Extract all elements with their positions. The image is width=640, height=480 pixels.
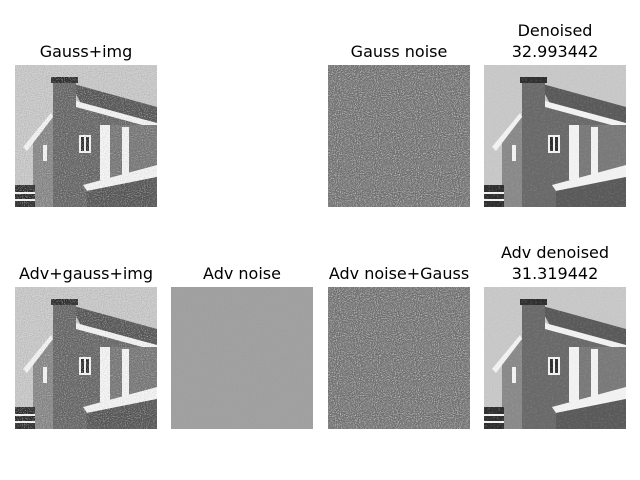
image-house-adv-denoised (484, 287, 626, 429)
image-house-denoised (484, 65, 626, 207)
image-house-adv-noisy (15, 287, 157, 429)
panel-image-svg (484, 65, 626, 207)
image-house-noisy (15, 65, 157, 207)
panel-image-svg (328, 287, 470, 429)
panel-image-svg (328, 65, 470, 207)
panel-title: Adv noise+Gauss (328, 264, 470, 283)
panel-image-svg (15, 287, 157, 429)
panel-title: Adv+gauss+img (18, 264, 154, 283)
panel-image-svg (171, 287, 313, 429)
panel-title: Gauss+img (39, 42, 133, 61)
panel-title: Denoised 32.993442 (511, 21, 599, 61)
image-gauss-noise (328, 65, 470, 207)
panel-title: Adv noise (203, 264, 281, 283)
panel-image-svg (484, 287, 626, 429)
panel-title: Adv denoised 31.319442 (500, 243, 610, 283)
panel-image-svg (15, 65, 157, 207)
image-adv-noise-gauss (328, 287, 470, 429)
image-adv-noise (171, 287, 313, 429)
panel-title: Gauss noise (350, 42, 448, 61)
